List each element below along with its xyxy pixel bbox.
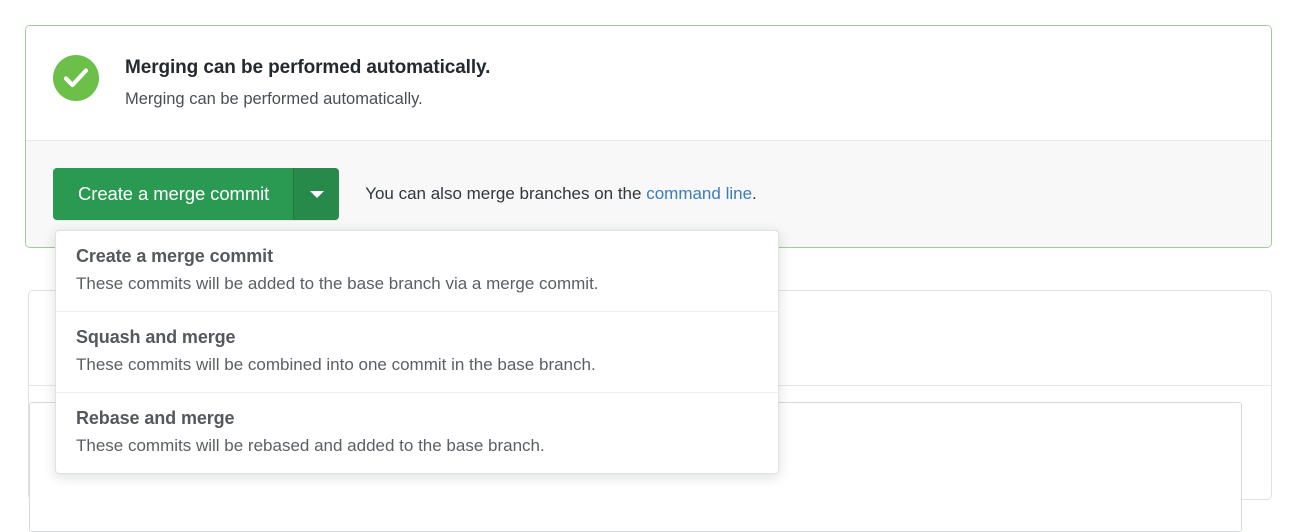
dropdown-item-description: These commits will be combined into one … bbox=[76, 355, 596, 374]
merge-status-header: Merging can be performed automatically. … bbox=[26, 26, 1271, 141]
merge-hint-prefix: You can also merge branches on the bbox=[365, 184, 647, 203]
merge-actions-bar: Create a merge commit You can also merge… bbox=[26, 141, 1271, 247]
dropdown-item-title: Create a merge commit bbox=[76, 246, 273, 266]
merge-hint-suffix: . bbox=[752, 184, 757, 203]
dropdown-item-rebase-and-merge[interactable]: Rebase and merge These commits will be r… bbox=[56, 393, 778, 473]
chevron-down-icon bbox=[309, 190, 324, 198]
dropdown-item-create-merge-commit[interactable]: Create a merge commit These commits will… bbox=[56, 231, 778, 312]
merge-options-dropdown-toggle[interactable] bbox=[293, 168, 340, 220]
create-merge-commit-button[interactable]: Create a merge commit bbox=[53, 168, 294, 220]
dropdown-item-description: These commits will be added to the base … bbox=[76, 274, 599, 293]
dropdown-item-title: Rebase and merge bbox=[76, 408, 235, 428]
dropdown-item-description: These commits will be rebased and added … bbox=[76, 436, 545, 455]
merge-status-text: Merging can be performed automatically. … bbox=[125, 53, 490, 110]
merge-status-title: Merging can be performed automatically. bbox=[125, 57, 491, 78]
command-line-link[interactable]: command line bbox=[646, 184, 753, 203]
merge-status-box: Merging can be performed automatically. … bbox=[25, 25, 1272, 248]
dropdown-item-title: Squash and merge bbox=[76, 327, 236, 347]
merge-split-button: Create a merge commit bbox=[53, 168, 340, 220]
check-circle-icon bbox=[53, 55, 99, 101]
dropdown-item-squash-and-merge[interactable]: Squash and merge These commits will be c… bbox=[56, 312, 778, 393]
merge-status-subtitle: Merging can be performed automatically. bbox=[125, 90, 423, 108]
merge-command-line-hint: You can also merge branches on the comma… bbox=[365, 183, 757, 205]
merge-method-dropdown-menu: Create a merge commit These commits will… bbox=[55, 230, 779, 474]
